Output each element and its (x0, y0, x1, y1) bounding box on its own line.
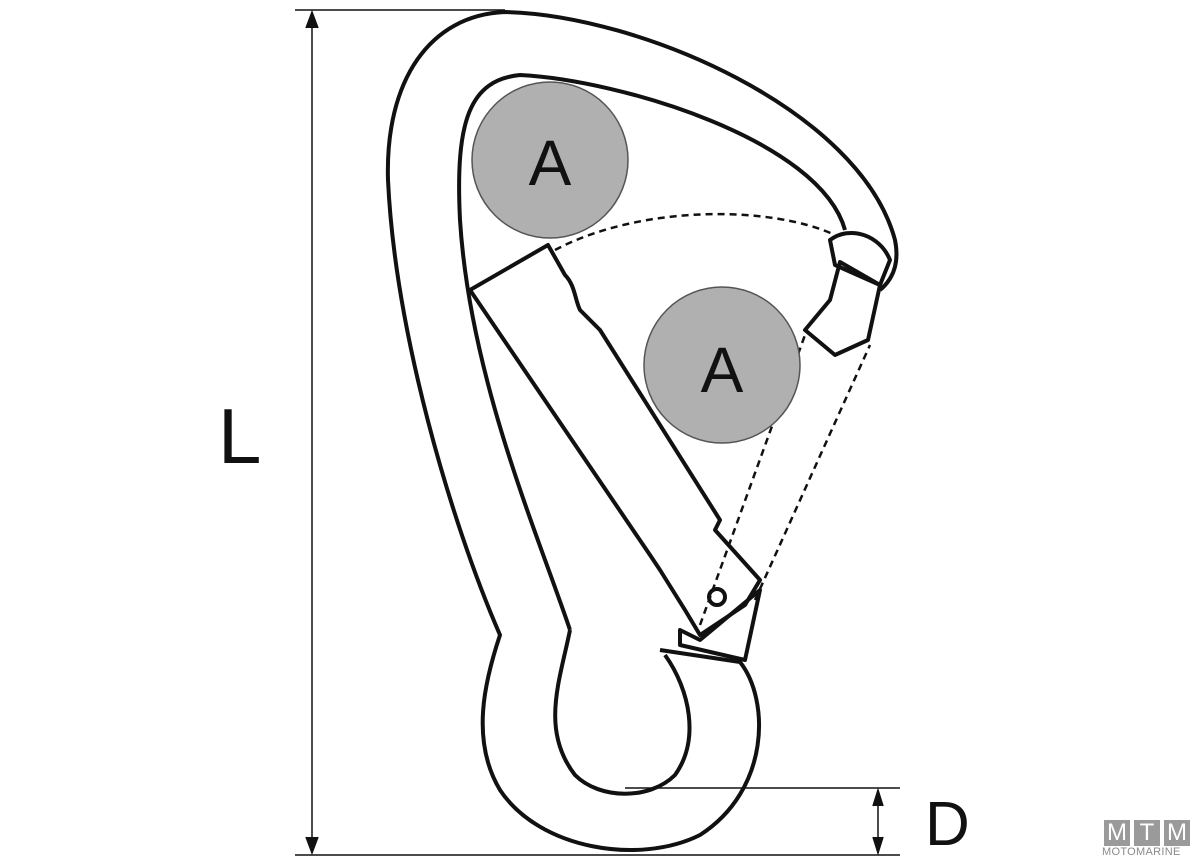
dimension-l (295, 9, 900, 856)
logo-letter: M (1164, 820, 1190, 846)
load-label: A (701, 334, 744, 406)
load-label: A (529, 127, 572, 199)
carabiner-body (385, 10, 899, 852)
length-label: L (218, 392, 261, 480)
load-marker-top: A (471, 81, 629, 239)
logo-text: MOTOMARINE (1102, 846, 1181, 858)
logo-letter: T (1134, 820, 1160, 846)
load-marker-middle: A (643, 286, 801, 444)
dimension-d (625, 787, 900, 856)
logo-letter: M (1104, 820, 1130, 846)
diameter-label: D (925, 790, 970, 859)
